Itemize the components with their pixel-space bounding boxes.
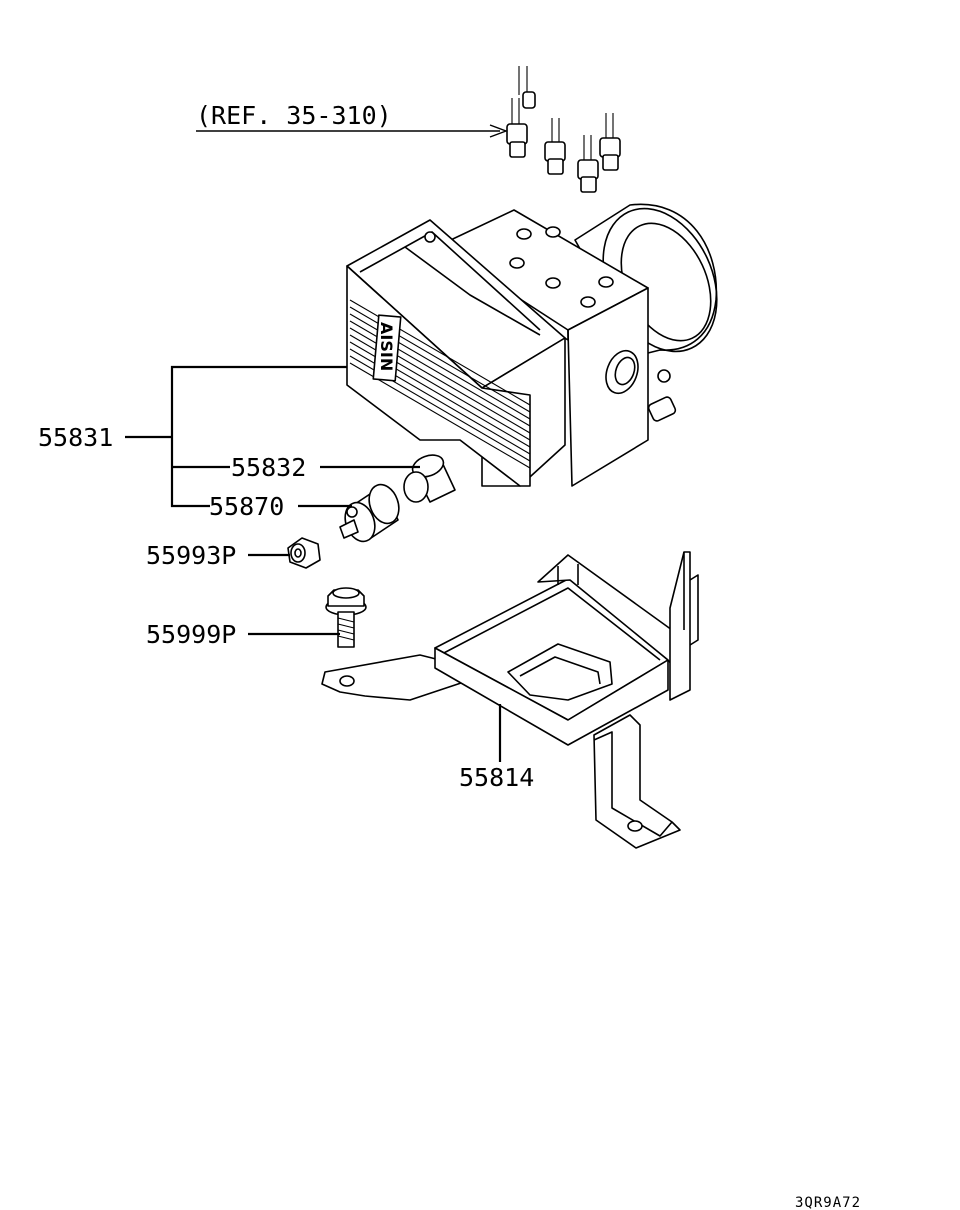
part-label-55832: 55832 (231, 453, 306, 482)
nut-drawing (287, 537, 321, 569)
part-label-55999P: 55999P (146, 620, 236, 649)
bracket-drawing (321, 551, 699, 849)
bushing-drawing (403, 454, 456, 503)
part-label-55870: 55870 (209, 492, 284, 521)
part-label-55814: 55814 (459, 763, 534, 792)
unit-brand-text: AISIN (377, 322, 396, 371)
part-label-55831: 55831 (38, 423, 113, 452)
brake-pipe-fittings (506, 66, 621, 193)
hydraulic-unit-drawing: AISIN (346, 203, 718, 487)
reference-label: (REF. 35-310) (196, 101, 392, 130)
leader-lines (125, 365, 502, 762)
reference-callout: (REF. 35-310) (196, 101, 508, 138)
part-labels: 55831 55832 55870 55993P 55999P 55814 (38, 423, 534, 792)
insulator-drawing (339, 483, 400, 543)
bolt-drawing (325, 587, 367, 648)
part-label-55993P: 55993P (146, 541, 236, 570)
diagram-code: 3QR9A72 (795, 1195, 861, 1210)
